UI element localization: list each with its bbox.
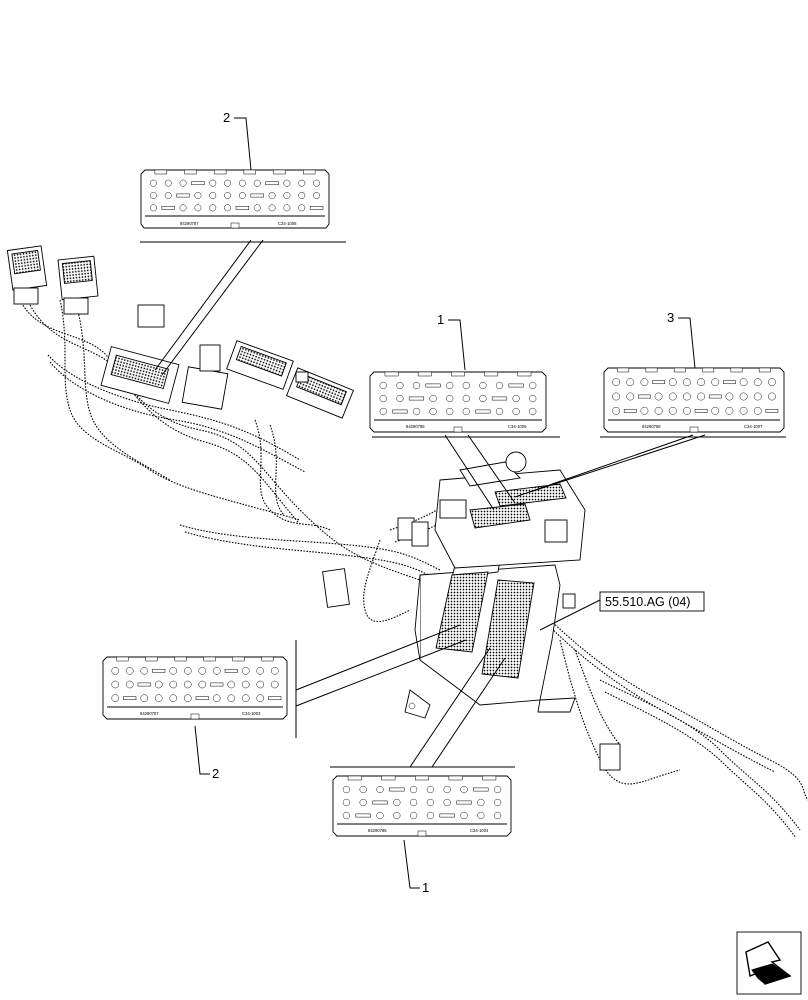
connector-code-mid: C34-1005 [508, 424, 527, 429]
connector-part-number-lower-left: 84290787 [140, 711, 159, 716]
connector-detail-right [603, 367, 785, 433]
callout-number-right: 3 [667, 310, 674, 325]
ecu-module [322, 517, 621, 771]
connector-detail-top-left [140, 169, 330, 229]
connector-part-number-bottom: 84290785 [368, 828, 387, 833]
leader-lines [140, 239, 786, 768]
connector-code-top-left: C34-1006 [278, 221, 297, 226]
upper-connector-block [434, 451, 586, 569]
reference-label-box[interactable]: 55.510.AG (04) [599, 591, 705, 612]
connector-code-right: C34-1007 [744, 424, 763, 429]
connector-detail-lower-left [102, 656, 288, 720]
connector-detail-mid [369, 371, 547, 433]
connector-code-lower-left: C34-1003 [242, 711, 261, 716]
callout-number-top-left: 2 [223, 110, 230, 125]
connector-part-number-mid: 84290785 [406, 424, 425, 429]
reference-label: 55.510.AG (04) [605, 595, 690, 609]
connector-part-number-top-left: 84290787 [180, 221, 199, 226]
next-page-arrow-icon[interactable] [736, 931, 802, 995]
callout-number-mid: 1 [437, 312, 444, 327]
callout-number-lower-left: 2 [212, 766, 219, 781]
callout-leaders [194, 117, 696, 889]
harness-connector-cluster [6, 245, 355, 419]
callout-number-bottom: 1 [422, 880, 429, 895]
connector-detail-bottom [332, 775, 512, 837]
connector-code-bottom: C34-1004 [470, 828, 489, 833]
connector-part-number-right: 84290786 [642, 424, 661, 429]
